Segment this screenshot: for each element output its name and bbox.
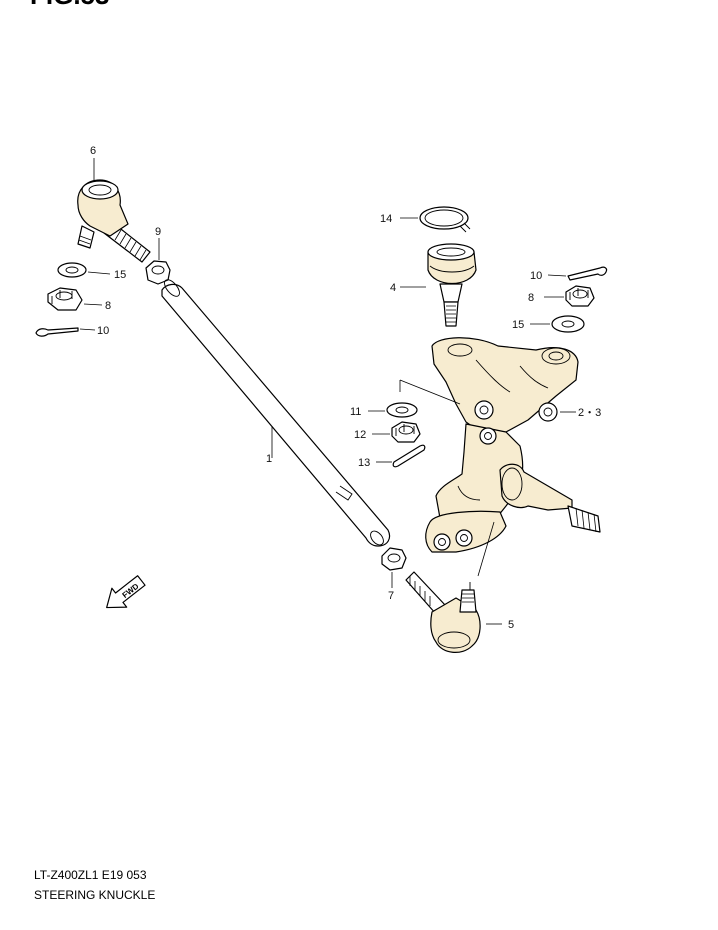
washer-11 bbox=[386, 402, 418, 418]
nut-7 bbox=[381, 547, 407, 571]
callout-1: 1 bbox=[266, 453, 272, 465]
callout-14: 14 bbox=[380, 213, 392, 225]
callout-10-left: 10 bbox=[97, 325, 109, 337]
cotter-pin-10-right bbox=[567, 266, 608, 281]
callout-8-left: 8 bbox=[105, 300, 111, 312]
callout-10-right: 10 bbox=[530, 270, 542, 282]
ball-joint-4 bbox=[427, 243, 477, 327]
callout-6: 6 bbox=[90, 145, 96, 157]
tie-rod-end-right bbox=[405, 571, 481, 653]
castle-nut-8-right bbox=[565, 285, 595, 307]
castle-nut-12 bbox=[391, 421, 421, 443]
callout-12: 12 bbox=[354, 429, 366, 441]
castle-nut-8-left bbox=[47, 287, 83, 311]
callout-2-3: 2・3 bbox=[578, 407, 601, 419]
callout-5: 5 bbox=[508, 619, 514, 631]
callout-15-left: 15 bbox=[114, 269, 126, 281]
cotter-pin-10-left bbox=[35, 327, 79, 337]
steering-knuckle bbox=[425, 337, 601, 553]
callout-7: 7 bbox=[388, 590, 394, 602]
washer-15-left bbox=[57, 262, 87, 278]
callout-15-right: 15 bbox=[512, 319, 524, 331]
callout-4: 4 bbox=[390, 282, 396, 294]
cotter-pin-13 bbox=[392, 444, 426, 468]
fwd-arrow-icon: FWD bbox=[106, 575, 146, 609]
callout-11: 11 bbox=[350, 406, 361, 418]
nut-9 bbox=[145, 260, 171, 285]
callout-8-right: 8 bbox=[528, 292, 534, 304]
callout-9: 9 bbox=[155, 226, 161, 238]
snap-ring-14 bbox=[419, 206, 471, 233]
figure-title: FIG.53 bbox=[30, 0, 109, 10]
tie-rod bbox=[161, 279, 391, 547]
callout-13: 13 bbox=[358, 457, 370, 469]
figure-caption: STEERING KNUCKLE bbox=[34, 888, 155, 902]
tie-rod-end-left bbox=[77, 179, 151, 263]
washer-15-right bbox=[551, 315, 585, 333]
model-code: LT-Z400ZL1 E19 053 bbox=[34, 868, 147, 882]
